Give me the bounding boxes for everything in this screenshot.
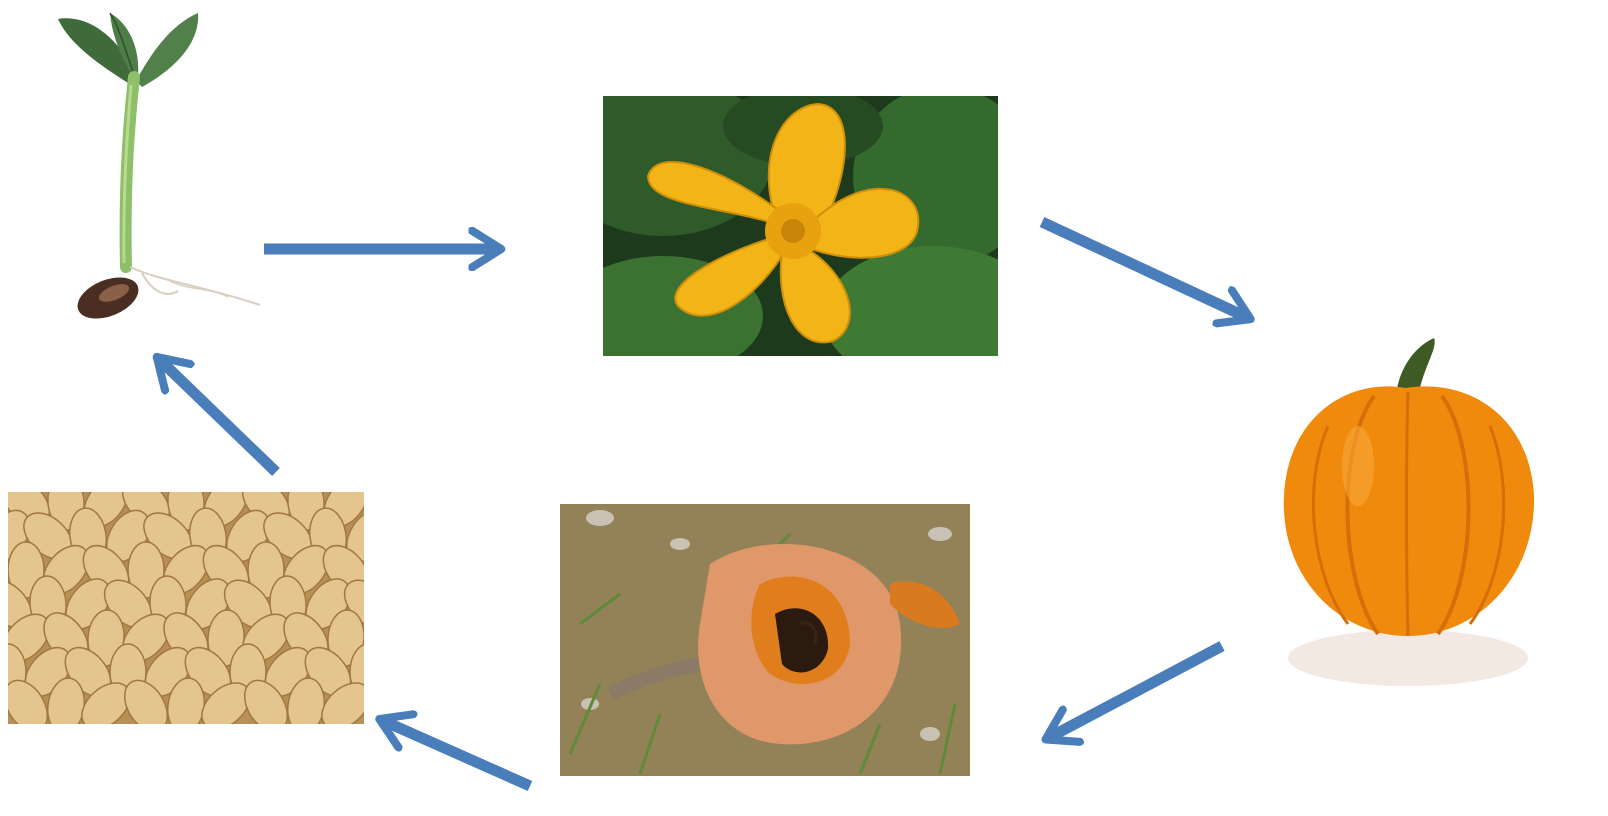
arrow-flower-to-pumpkin xyxy=(1042,222,1244,316)
arrow-pumpkin-to-rotting xyxy=(1052,646,1222,736)
arrow-rotting-to-seeds xyxy=(386,722,530,786)
arrow-seeds-to-seedling xyxy=(162,362,276,472)
